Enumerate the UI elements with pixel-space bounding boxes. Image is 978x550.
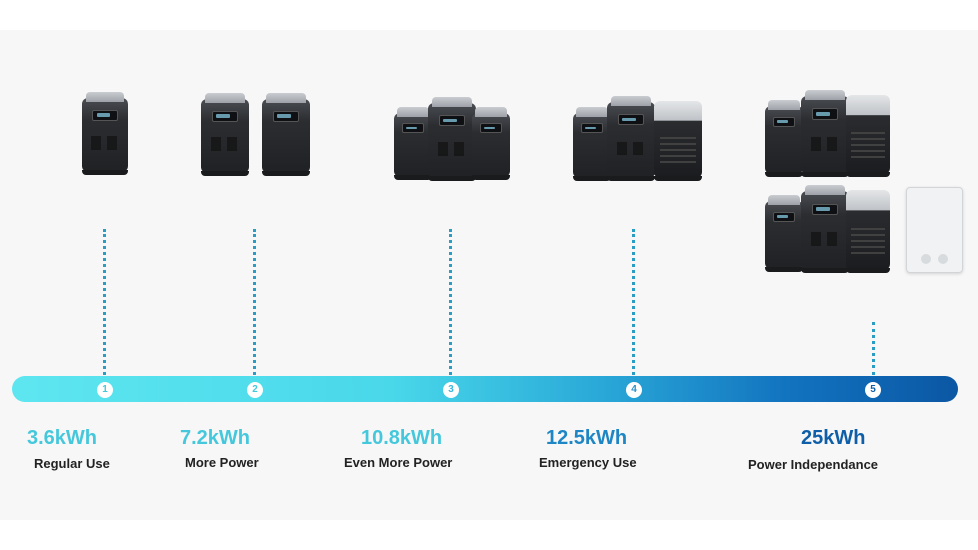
connector-line-1 bbox=[103, 229, 106, 375]
power-station-image bbox=[428, 97, 476, 181]
generator-image bbox=[654, 101, 702, 181]
tier-3-label: Even More Power bbox=[344, 455, 453, 470]
connector-line-4 bbox=[632, 229, 635, 375]
tier-2-capacity: 7.2kWh bbox=[180, 427, 251, 449]
extra-battery-image bbox=[765, 100, 803, 177]
timeline-marker-1: 1 bbox=[97, 382, 113, 398]
connector-line-5 bbox=[872, 322, 875, 375]
power-station-image bbox=[801, 90, 849, 177]
tier-5-capacity: 25kWh bbox=[801, 427, 866, 449]
connector-line-2 bbox=[253, 229, 256, 375]
tier-3-capacity: 10.8kWh bbox=[361, 427, 443, 449]
tier-4-capacity: 12.5kWh bbox=[546, 427, 628, 449]
timeline-marker-2: 2 bbox=[247, 382, 263, 398]
generator-image bbox=[846, 190, 890, 273]
tier-5-label: Power Independance bbox=[748, 457, 879, 472]
extra-battery-image bbox=[765, 195, 803, 272]
extra-battery-image bbox=[394, 107, 432, 180]
tier-4-label: Emergency Use bbox=[539, 455, 637, 470]
timeline-marker-5: 5 bbox=[865, 382, 881, 398]
extra-battery-image bbox=[262, 93, 310, 176]
power-station-image bbox=[801, 185, 849, 273]
smart-panel-image bbox=[906, 187, 963, 273]
extra-battery-image bbox=[573, 107, 611, 181]
power-station-image bbox=[201, 93, 249, 176]
extra-battery-image bbox=[472, 107, 510, 180]
connector-line-3 bbox=[449, 229, 452, 375]
tier-2-label: More Power bbox=[185, 455, 259, 470]
generator-image bbox=[846, 95, 890, 177]
timeline-marker-3: 3 bbox=[443, 382, 459, 398]
tier-1-capacity: 3.6kWh bbox=[27, 427, 98, 449]
power-station-image bbox=[607, 96, 655, 181]
timeline-bar bbox=[12, 376, 958, 402]
power-station-image bbox=[82, 92, 128, 175]
tier-1-label: Regular Use bbox=[34, 456, 110, 471]
timeline-marker-4: 4 bbox=[626, 382, 642, 398]
